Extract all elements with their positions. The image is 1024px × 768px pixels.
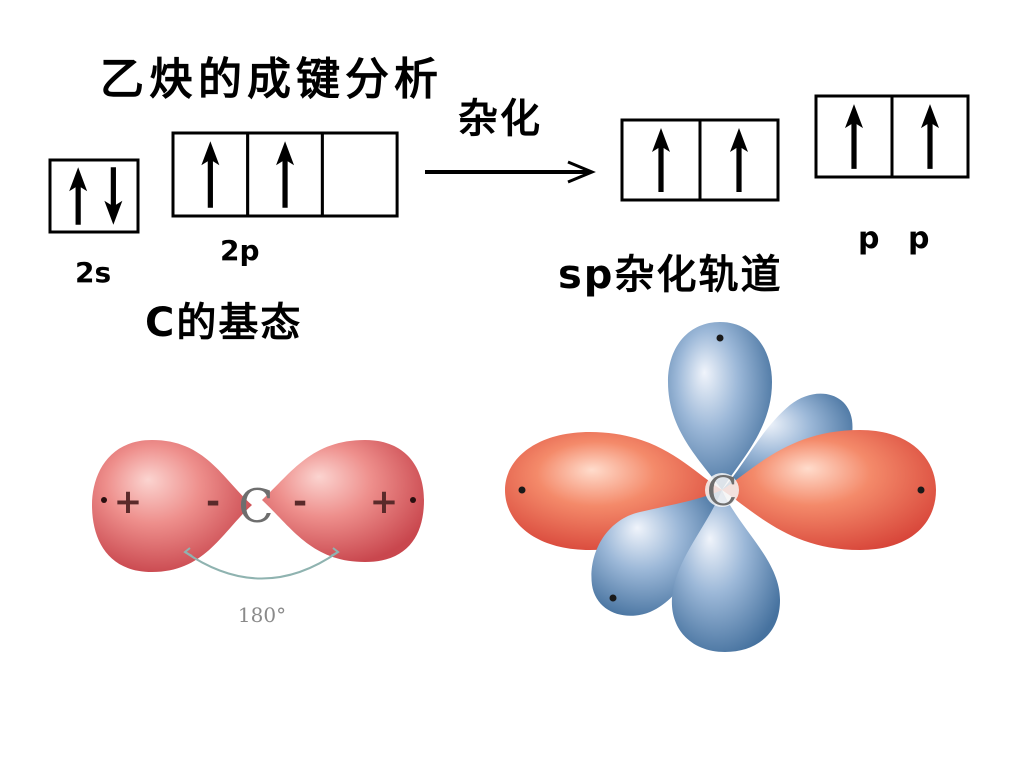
nucleus-dot-left — [101, 497, 107, 503]
sp-hybrid-orbital-label: sp杂化轨道 — [558, 252, 782, 298]
carbon-atom-label: C — [238, 479, 273, 533]
ground-state-label: C的基态 — [145, 300, 302, 346]
nucleus-dot-left — [518, 486, 526, 494]
angle-label: 180° — [238, 603, 286, 627]
orbital-2s-label: 2s — [75, 256, 111, 289]
orbital-box-p — [814, 94, 970, 179]
arrow-head — [567, 160, 596, 184]
arrow-up-icon — [201, 141, 220, 208]
nucleus-dot-right — [410, 497, 416, 503]
sp-lobe-right-red — [722, 430, 936, 550]
angle-arc-arrowhead-left — [183, 547, 193, 557]
carbon-atom-label: C — [707, 469, 738, 515]
nucleus-dot-right — [917, 486, 925, 494]
arrow-down-icon — [104, 167, 123, 225]
orbital-cell — [48, 158, 140, 234]
orbital-box-2s — [48, 158, 140, 234]
arrow-up-icon — [921, 104, 939, 169]
hybridization-arrow — [425, 160, 596, 184]
arrow-up-icon — [276, 141, 295, 208]
p-lobe-down-left — [591, 490, 722, 616]
carbon-center — [705, 473, 739, 507]
angle-arc — [184, 551, 339, 580]
arrow-up-icon — [652, 128, 670, 192]
sign-plus-left: + — [114, 482, 143, 522]
nucleus-dot-up — [716, 334, 724, 342]
orbital-2p-label: 2p — [220, 234, 260, 267]
sign-plus-right: + — [370, 482, 399, 522]
sign-minus-left: - — [206, 482, 220, 522]
arrow-up-icon — [69, 167, 88, 225]
p-orbital-label-2: p — [908, 221, 929, 256]
orbital-diagrams — [48, 94, 970, 234]
page-title: 乙炔的成键分析 — [100, 54, 443, 105]
angle-arc-arrowhead-right — [330, 547, 340, 557]
sp-hybrid-lobes-figure: + - C - + 180° — [92, 440, 424, 627]
sp-and-p-orbitals-figure: C — [505, 322, 936, 652]
hybridization-label: 杂化 — [458, 96, 542, 142]
p-lobe-up — [668, 322, 772, 490]
arrow-up-icon — [845, 104, 863, 169]
arrow-up-icon — [730, 128, 748, 192]
orbital-cell — [320, 131, 399, 218]
nucleus-dot-down-left — [609, 594, 617, 602]
sp-lobe-left — [92, 440, 252, 572]
orbital-box-sp — [620, 118, 780, 202]
orbital-box-2p — [171, 131, 399, 218]
sign-minus-right: - — [293, 482, 307, 522]
p-orbital-label-1: p — [858, 221, 879, 256]
p-lobe-down — [671, 490, 780, 652]
sp-lobe-right — [262, 440, 424, 562]
